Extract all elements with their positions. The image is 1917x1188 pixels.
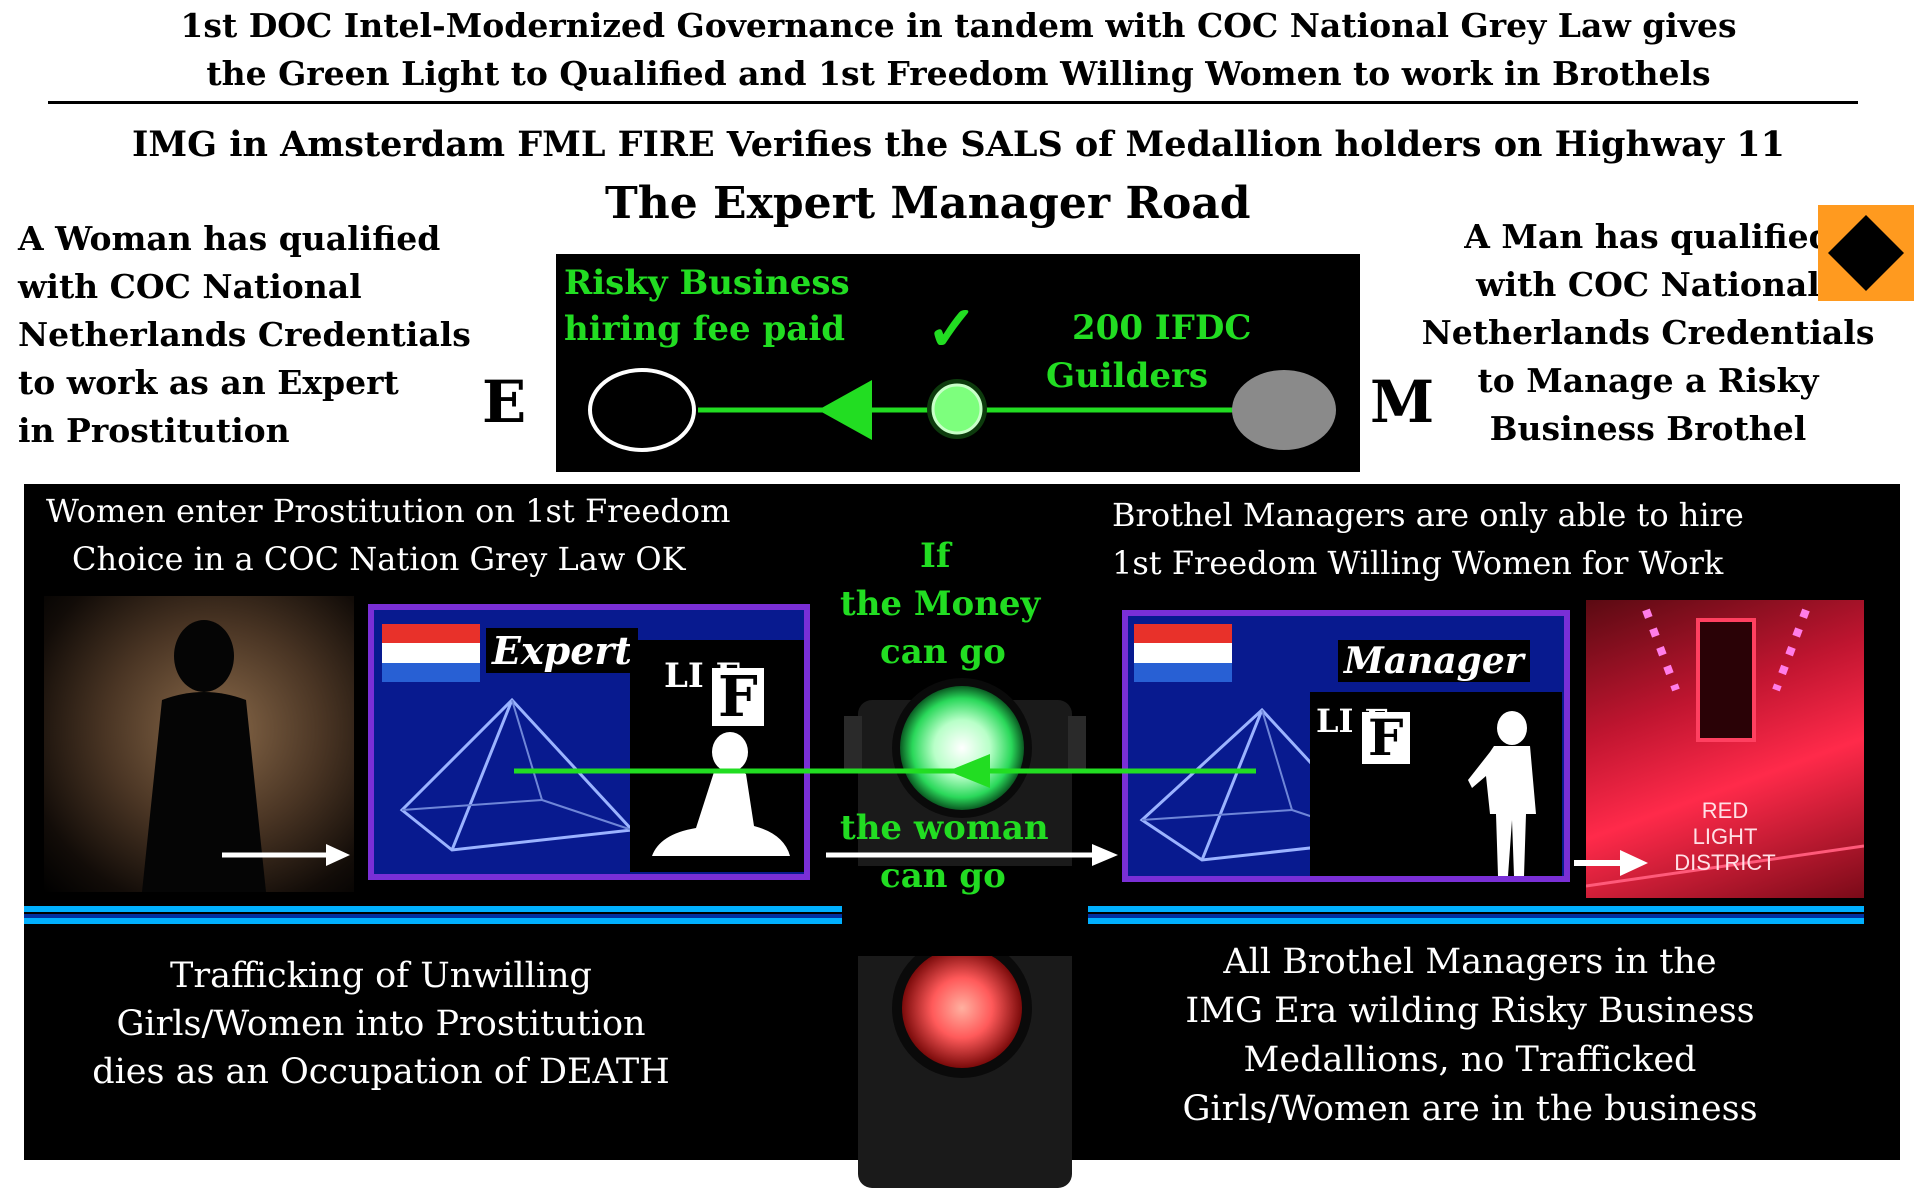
woman-silhouette-icon (142, 620, 266, 892)
risky-business-sign (1818, 205, 1914, 301)
white-arrow-icon (222, 844, 350, 866)
white-arrow-icon-2 (826, 844, 1118, 866)
seated-woman-icon (652, 732, 790, 856)
red-light-district-image (1585, 600, 1865, 898)
neon-lights-icon (1585, 608, 1865, 888)
letter-e: E (482, 368, 527, 436)
medallion-line-3: Medallions, no Trafficked (1243, 1040, 1697, 1080)
white-arrow-icon-3 (1574, 850, 1648, 876)
manager-script-label: Manager (1338, 640, 1530, 682)
manager-life-f: F (1362, 712, 1410, 764)
women-enter-line-2: Choice in a COC Nation Grey Law OK (72, 540, 686, 578)
women-enter-line-1: Women enter Prostitution on 1st Freedom (46, 492, 731, 530)
road-title: The Expert Manager Road (605, 178, 1251, 229)
money-arrow-head-icon (948, 754, 990, 788)
medallion-line-1: All Brothel Managers in the (1223, 942, 1717, 982)
traffic-light-lamps (892, 678, 1032, 1078)
trafficking-line-1: Trafficking of Unwilling (170, 956, 592, 996)
road-diagram (588, 368, 1336, 452)
trafficking-line-2: Girls/Women into Prostitution (116, 1004, 646, 1044)
manager-node-icon (1232, 370, 1336, 450)
if-money-line-3: can go (880, 632, 1006, 672)
highway-stripe-left-1 (24, 906, 862, 912)
man-qualified-text: A Man has qualified with COC National Ne… (1421, 217, 1875, 448)
if-money-line-2: the Money (840, 584, 1041, 624)
woman-silhouette-image (44, 596, 354, 892)
medallion-text: All Brothel Managers in the IMG Era wild… (1100, 938, 1840, 1134)
fee-line-2: hiring fee paid (564, 309, 846, 349)
traffic-light-text-band (842, 866, 1088, 956)
highway-stripe-right-3 (1068, 918, 1864, 924)
green-light-icon (900, 686, 1024, 810)
header-line-1: 1st DOC Intel-Modernized Governance in t… (180, 6, 1737, 45)
check-icon: ✓ (926, 292, 978, 365)
header-divider (48, 101, 1858, 104)
highway-stripe-left-3 (24, 918, 862, 924)
expert-script-label: Expert (486, 628, 638, 673)
diamond-icon (1828, 215, 1904, 291)
woman-can-go-line-2: can go (880, 856, 1006, 896)
woman-can-go-line-1: the woman (840, 808, 1049, 848)
netherlands-flag-icon (382, 624, 480, 682)
trafficking-text: Trafficking of Unwilling Girls/Women int… (20, 952, 742, 1096)
fee-line-1: Risky Business (564, 263, 850, 303)
woman-qualified-text: A Woman has qualified with COC National … (18, 219, 471, 450)
managers-line-1: Brothel Managers are only able to hire (1112, 496, 1744, 534)
red-light-sign: RED LIGHT DISTRICT (1660, 798, 1790, 876)
amount-line-2: Guilders (1046, 356, 1209, 396)
header-line-3: IMG in Amsterdam FML FIRE Verifies the S… (132, 124, 1785, 165)
red-sign-line-1: RED (1701, 798, 1749, 823)
trafficking-line-3: dies as an Occupation of DEATH (92, 1052, 670, 1092)
money-arrow (514, 754, 1256, 788)
red-sign-line-3: DISTRICT (1674, 850, 1776, 875)
highway-stripe-right-1 (1068, 906, 1864, 912)
header-line-2: the Green Light to Qualified and 1st Fre… (206, 54, 1711, 93)
if-money-line-1: If (920, 536, 951, 576)
netherlands-flag-icon-2 (1134, 624, 1232, 682)
amount-line-1: 200 IFDC (1072, 308, 1252, 348)
managers-line-2: 1st Freedom Willing Women for Work (1112, 544, 1724, 582)
medallion-line-4: Girls/Women are in the business (1182, 1089, 1758, 1129)
traffic-light-visor-right (1068, 716, 1086, 772)
letter-m: M (1370, 368, 1435, 436)
road-arrow-icon (818, 380, 872, 440)
red-light-icon (902, 948, 1022, 1068)
pyramid-icon (399, 697, 636, 852)
standing-man-icon (1468, 711, 1536, 876)
red-sign-line-2: LIGHT (1692, 824, 1758, 849)
expert-life-f: F (712, 668, 764, 726)
small-green-light-icon (931, 383, 983, 435)
medallion-line-2: IMG Era wilding Risky Business (1185, 991, 1755, 1031)
expert-node-icon (588, 368, 696, 452)
traffic-light-visor-left (844, 716, 862, 772)
